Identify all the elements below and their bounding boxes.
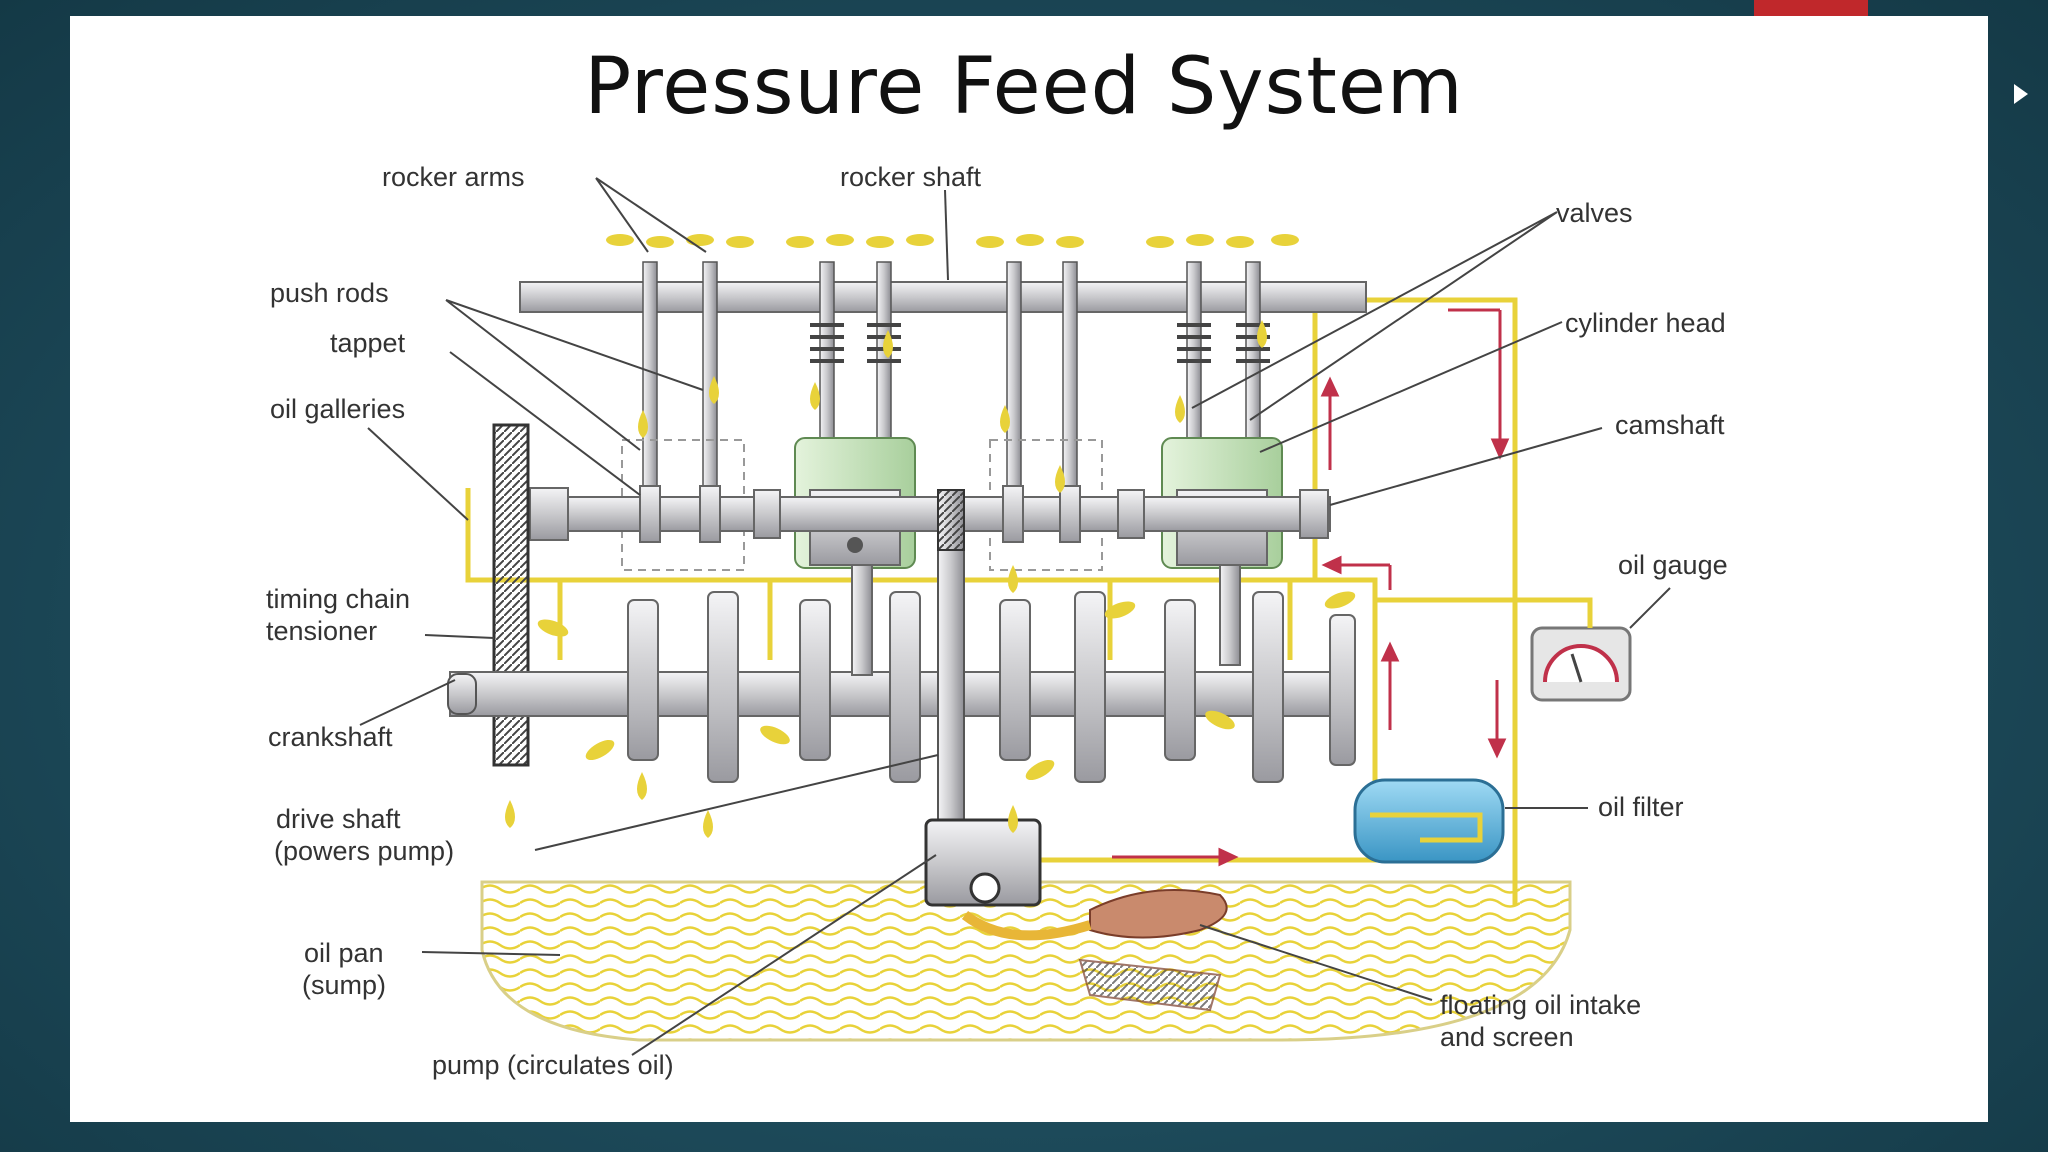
label-oil-gauge: oil gauge bbox=[1618, 550, 1728, 580]
oil-intake-screen bbox=[961, 889, 1228, 1012]
drive-shaft bbox=[937, 489, 965, 821]
crankshaft bbox=[447, 564, 1356, 783]
label-oil-pan: oil pan bbox=[304, 938, 384, 968]
accent-bar bbox=[1754, 0, 1868, 16]
pressure-gauge-icon bbox=[1530, 600, 1632, 702]
label-drive-shaft: drive shaft bbox=[276, 804, 401, 834]
oil-pump bbox=[924, 818, 1042, 907]
label-valves: valves bbox=[1556, 198, 1633, 228]
label-intake-sub: and screen bbox=[1440, 1022, 1574, 1052]
label-rocker-arms: rocker arms bbox=[382, 162, 525, 192]
camshaft bbox=[529, 485, 1331, 543]
label-oil-galleries: oil galleries bbox=[270, 394, 405, 424]
label-oil-pan-sub: (sump) bbox=[302, 970, 386, 1000]
oil-pan bbox=[480, 880, 1572, 1042]
label-oil-filter: oil filter bbox=[1598, 792, 1684, 822]
label-timing-tensioner: tensioner bbox=[266, 616, 377, 646]
label-intake: floating oil intake bbox=[1440, 990, 1641, 1020]
label-timing-chain: timing chain bbox=[266, 584, 410, 614]
oil-drips bbox=[505, 320, 1356, 838]
flow-arrows bbox=[1112, 308, 1510, 867]
label-crankshaft: crankshaft bbox=[268, 722, 393, 752]
oil-filter bbox=[1353, 778, 1505, 864]
label-pump: pump (circulates oil) bbox=[432, 1050, 674, 1080]
leader-lines bbox=[359, 177, 1671, 1056]
label-camshaft: camshaft bbox=[1615, 410, 1725, 440]
label-drive-shaft-sub: (powers pump) bbox=[274, 836, 454, 866]
play-arrow-icon[interactable] bbox=[2014, 84, 2028, 104]
label-push-rods: push rods bbox=[270, 278, 389, 308]
rocker-shaft bbox=[519, 281, 1367, 313]
valve-springs bbox=[810, 323, 1270, 363]
label-cylinder-head: cylinder head bbox=[1565, 308, 1726, 338]
rocker-oil-splash bbox=[606, 234, 1299, 248]
label-tappet: tappet bbox=[330, 328, 406, 358]
label-rocker-shaft: rocker shaft bbox=[840, 162, 982, 192]
slide-title: Pressure Feed System bbox=[584, 42, 1464, 132]
